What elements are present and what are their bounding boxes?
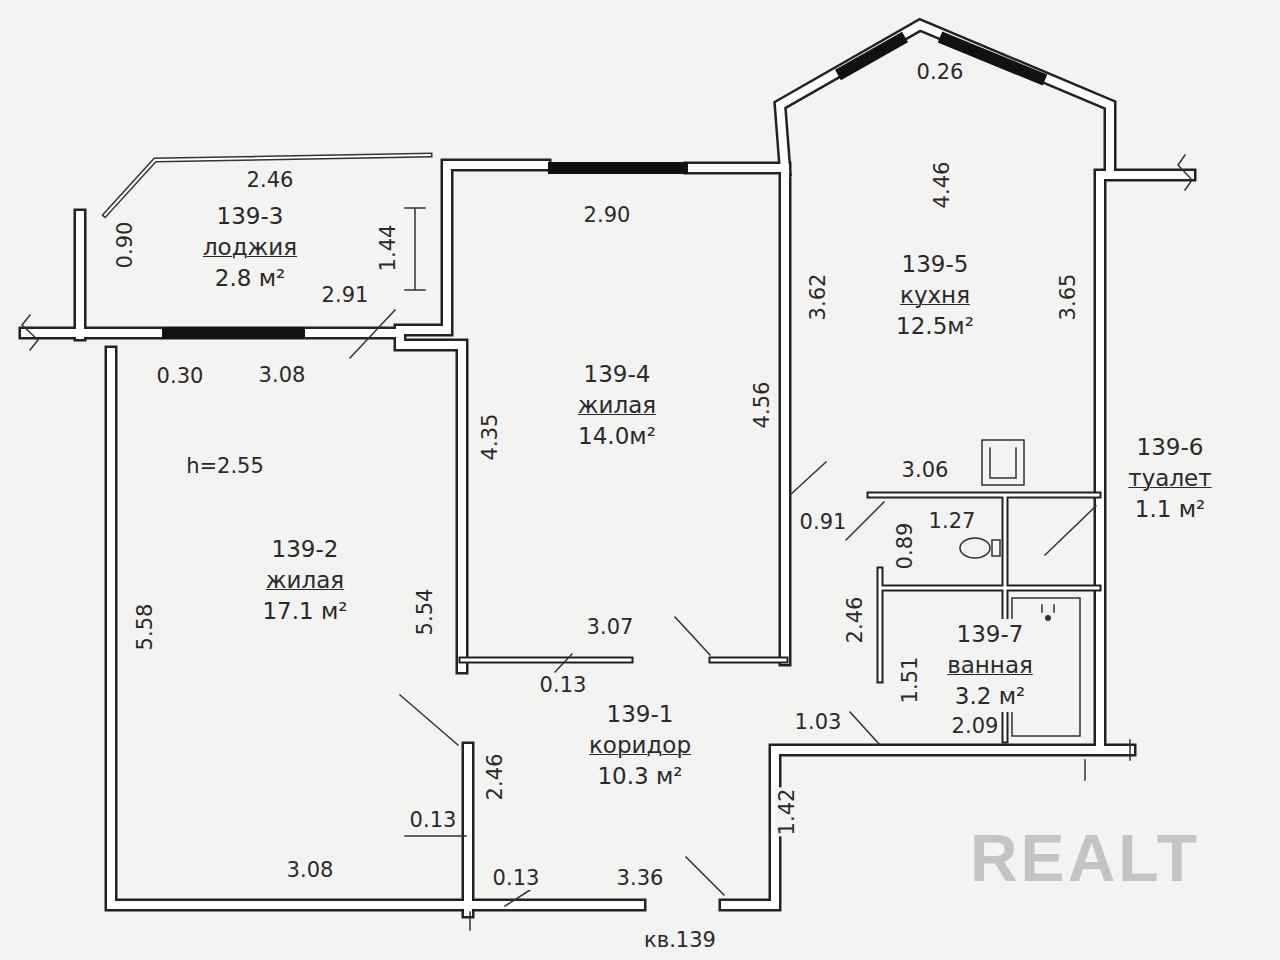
dimension-label: 3.07 bbox=[586, 615, 635, 639]
room-area: 2.8 м² bbox=[213, 263, 287, 294]
dimension-label: 4.35 bbox=[478, 413, 502, 462]
room: 139-2жилая17.1 м² bbox=[260, 534, 349, 627]
wall-outline bbox=[25, 25, 1190, 912]
dimension-label: 1.44 bbox=[376, 224, 400, 273]
partition-outline bbox=[462, 495, 1098, 740]
room: 139-3лоджия2.8 м² bbox=[201, 201, 299, 294]
dimension-label: 0.89 bbox=[893, 522, 917, 571]
room: 139-1коридор10.3 м² bbox=[587, 699, 693, 792]
room-area: 10.3 м² bbox=[595, 761, 684, 792]
partition-fill bbox=[462, 495, 1098, 740]
dimension-label: 3.08 bbox=[258, 363, 307, 387]
dimension-label: 2.46 bbox=[843, 596, 867, 645]
room-number: 139-5 bbox=[900, 249, 971, 280]
room-area: 12.5м² bbox=[894, 311, 976, 342]
room-area: 14.0м² bbox=[576, 421, 658, 452]
room-number: 139-2 bbox=[270, 534, 341, 565]
room: 139-6туалет1.1 м² bbox=[1126, 432, 1213, 525]
room-area: 1.1 м² bbox=[1133, 494, 1207, 525]
room-number: 139-7 bbox=[955, 619, 1026, 650]
dimension-label: 3.36 bbox=[616, 866, 665, 890]
room-number: 139-4 bbox=[582, 359, 653, 390]
dimension-label: 1.42 bbox=[775, 788, 799, 837]
room-number: 139-6 bbox=[1135, 432, 1206, 463]
room: 139-7ванная3.2 м² bbox=[945, 619, 1035, 712]
dimension-label: 0.90 bbox=[113, 221, 137, 270]
room-name: жилая bbox=[264, 565, 346, 596]
room-name: лоджия bbox=[201, 232, 299, 263]
dimension-label: 5.58 bbox=[133, 603, 157, 652]
room-area: 17.1 м² bbox=[260, 596, 349, 627]
toilet-tank bbox=[992, 540, 1000, 556]
dimension-label: 3.65 bbox=[1056, 273, 1080, 322]
door-leaf bbox=[400, 462, 884, 895]
dimension-label: 5.54 bbox=[413, 588, 437, 637]
dimension-label: 2.46 bbox=[483, 753, 507, 802]
dimension-label: 1.51 bbox=[898, 656, 922, 705]
dimension-label: 2.46 bbox=[246, 168, 295, 192]
dimension-label: 4.56 bbox=[750, 381, 774, 430]
dimension-label: 3.06 bbox=[901, 458, 950, 482]
wall-fill bbox=[25, 25, 1190, 912]
room-name: туалет bbox=[1126, 463, 1213, 494]
window bbox=[162, 37, 1045, 333]
dimension-label: 1.27 bbox=[928, 509, 977, 533]
dimension-label: 0.13 bbox=[539, 673, 588, 697]
apartment-number: кв.139 bbox=[643, 928, 717, 952]
room-name: кухня bbox=[898, 280, 972, 311]
dimension-label: 2.90 bbox=[583, 203, 632, 227]
dimension-label: h=2.55 bbox=[185, 454, 265, 478]
break-mark bbox=[22, 155, 1192, 930]
shower-pipe bbox=[1042, 605, 1054, 612]
room: 139-5кухня12.5м² bbox=[894, 249, 976, 342]
toilet bbox=[960, 538, 990, 558]
watermark: REALT bbox=[969, 823, 1201, 893]
dimension-label: 3.08 bbox=[286, 858, 335, 882]
dimension-label: 0.30 bbox=[156, 364, 205, 388]
room-area: 3.2 м² bbox=[953, 681, 1027, 712]
dimension-label: 2.09 bbox=[951, 714, 1000, 738]
room-number: 139-1 bbox=[605, 699, 676, 730]
dimension-label: 1.03 bbox=[794, 710, 843, 734]
room-number: 139-3 bbox=[215, 201, 286, 232]
sink bbox=[982, 440, 1024, 485]
room-name: коридор bbox=[587, 730, 693, 761]
dimension-label: 4.46 bbox=[930, 161, 954, 210]
dimension-label: 2.91 bbox=[321, 283, 370, 307]
dimension-label: 3.62 bbox=[806, 273, 830, 322]
dimension-label: 0.91 bbox=[799, 510, 848, 534]
room: 139-4жилая14.0м² bbox=[576, 359, 658, 452]
dimension-label: 0.13 bbox=[409, 808, 458, 832]
room-name: ванная bbox=[945, 650, 1035, 681]
dimension-label: 0.26 bbox=[916, 60, 965, 84]
leader-line bbox=[350, 208, 1096, 906]
sink-bowl bbox=[990, 448, 1016, 478]
dimension-label: 0.13 bbox=[492, 866, 541, 890]
room-name: жилая bbox=[576, 390, 658, 421]
shower bbox=[1045, 615, 1051, 621]
